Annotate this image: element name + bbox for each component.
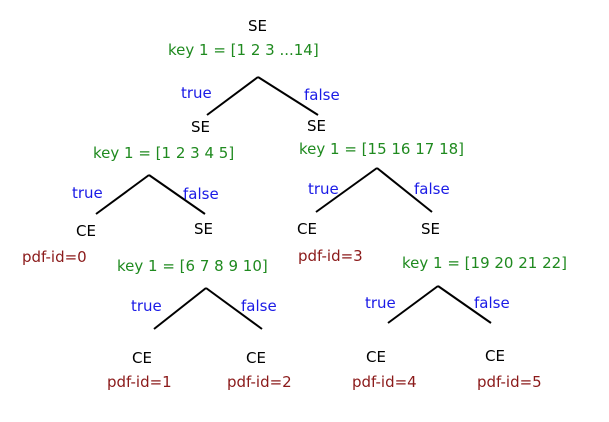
n5-node-type: CE	[297, 220, 317, 238]
n2-node-key: key 1 = [15 16 17 18]	[299, 140, 465, 158]
n4-true-label: true	[131, 297, 162, 315]
edge-n2-false	[376, 167, 433, 213]
root-node-type: SE	[248, 17, 267, 35]
edge-n4-true	[153, 287, 207, 330]
n8-pdf-id: pdf-id=2	[227, 373, 292, 391]
n8-node-type: CE	[246, 349, 266, 367]
n1-node-type: SE	[191, 118, 210, 136]
edge-n2-true	[315, 167, 378, 213]
n3-node-type: CE	[76, 222, 96, 240]
edge-n1-false	[148, 174, 206, 215]
n6-false-label: false	[474, 294, 510, 312]
n10-node-type: CE	[485, 347, 505, 365]
n7-pdf-id: pdf-id=1	[107, 373, 172, 391]
n3-pdf-id: pdf-id=0	[22, 248, 87, 266]
root-node-key: key 1 = [1 2 3 ...14]	[168, 41, 319, 59]
n6-true-label: true	[365, 294, 396, 312]
n2-node-type: SE	[307, 117, 326, 135]
n2-true-label: true	[308, 180, 339, 198]
edge-root-false	[257, 76, 319, 116]
n2-false-label: false	[414, 180, 450, 198]
root-true-label: true	[181, 84, 212, 102]
edge-n6-true	[387, 285, 439, 324]
n5-pdf-id: pdf-id=3	[298, 247, 363, 265]
n9-node-type: CE	[366, 348, 386, 366]
n4-node-key: key 1 = [6 7 8 9 10]	[117, 257, 268, 275]
n6-node-type: SE	[421, 220, 440, 238]
edge-n1-true	[95, 174, 150, 215]
root-false-label: false	[304, 86, 340, 104]
edge-n4-false	[205, 287, 263, 330]
n10-pdf-id: pdf-id=5	[477, 373, 542, 391]
n1-true-label: true	[72, 184, 103, 202]
n1-node-key: key 1 = [1 2 3 4 5]	[93, 144, 235, 162]
n4-node-type: SE	[194, 220, 213, 238]
n9-pdf-id: pdf-id=4	[352, 373, 417, 391]
n1-false-label: false	[183, 185, 219, 203]
edge-root-true	[206, 76, 259, 116]
n4-false-label: false	[241, 297, 277, 315]
edge-n6-false	[437, 285, 492, 324]
n6-node-key: key 1 = [19 20 21 22]	[402, 254, 568, 272]
n7-node-type: CE	[132, 349, 152, 367]
